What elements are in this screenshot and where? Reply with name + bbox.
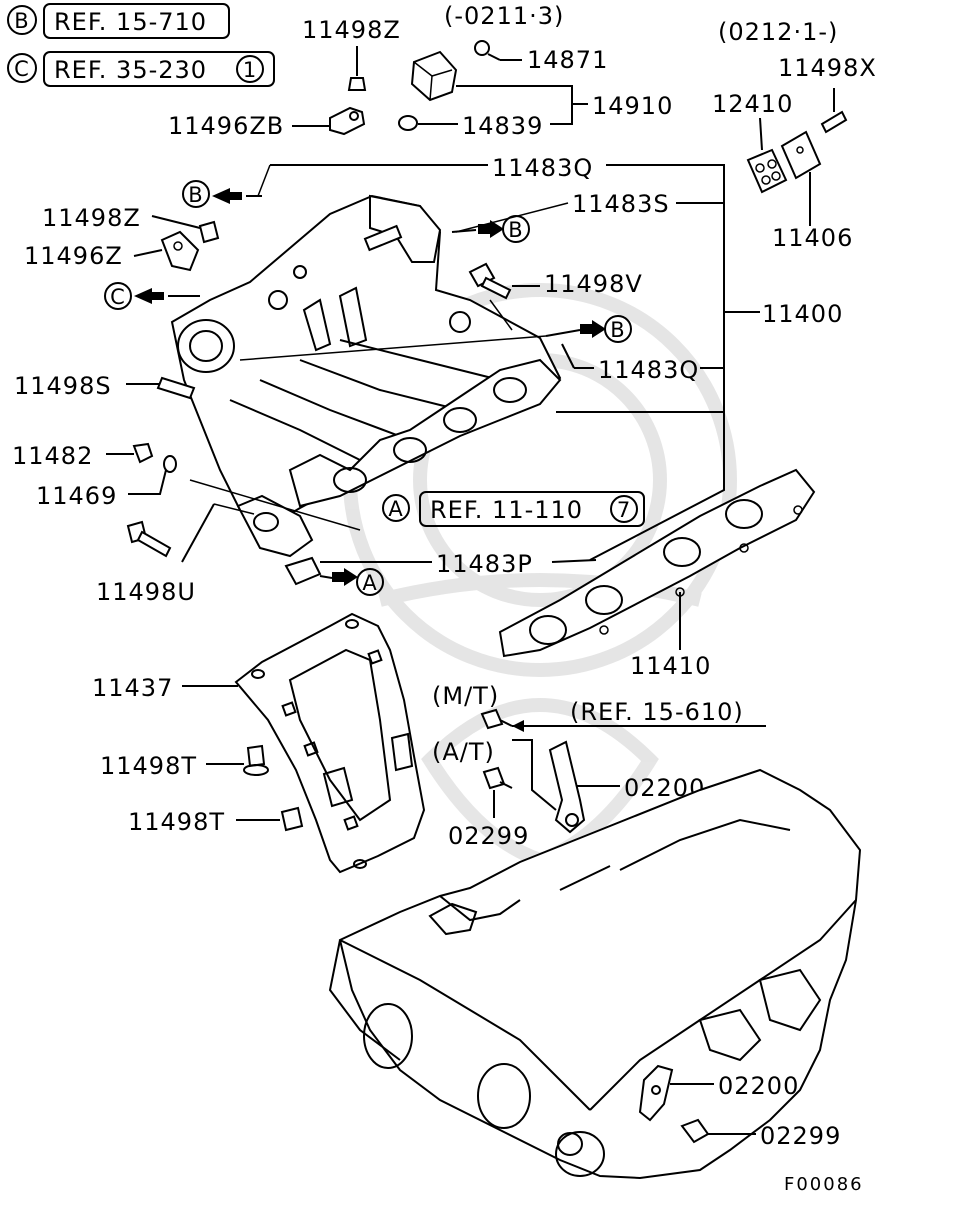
bolt-11498S bbox=[156, 376, 196, 400]
sensor-14910 bbox=[410, 50, 458, 102]
arrow-marker-a: A bbox=[362, 571, 377, 595]
label-11482: 11482 bbox=[12, 442, 93, 470]
label-11483S: 11483S bbox=[572, 190, 670, 218]
label-12410: 12410 bbox=[712, 90, 793, 118]
intake-manifold-11400 bbox=[170, 194, 562, 558]
label-11400: 11400 bbox=[762, 300, 843, 328]
label-14910: 14910 bbox=[592, 92, 673, 120]
label-11498U: 11498U bbox=[96, 578, 196, 606]
label-11483Q-top: 11483Q bbox=[492, 154, 593, 182]
ref-c-text: REF. 35-230 bbox=[54, 56, 207, 84]
label-11498V: 11498V bbox=[544, 270, 643, 298]
label-11496ZB: 11496ZB bbox=[168, 112, 284, 140]
bolt-02299-a bbox=[482, 766, 513, 790]
ref-c-marker: C bbox=[14, 57, 30, 81]
washer-11469 bbox=[163, 455, 177, 473]
arrow-marker-b-3: B bbox=[610, 318, 625, 342]
label-11437: 11437 bbox=[92, 674, 173, 702]
ref-c-note: 1 bbox=[243, 58, 257, 82]
ref-a-note: 7 bbox=[617, 498, 631, 522]
variant-note-ref-15-610: (REF. 15-610) bbox=[570, 698, 744, 726]
ref-b-marker: B bbox=[14, 9, 29, 33]
label-11483P: 11483P bbox=[436, 550, 533, 578]
bolt-11498Z-top bbox=[347, 77, 367, 91]
bolt-11498T-b bbox=[280, 806, 304, 832]
label-02200-b: 02200 bbox=[718, 1072, 799, 1100]
pipe-11483P bbox=[284, 556, 322, 586]
reference-b: B REF. 15-710 bbox=[7, 3, 230, 39]
bolt-11498Z-mid bbox=[198, 220, 220, 244]
cover-plate-11406 bbox=[780, 130, 822, 226]
ref-b-text: REF. 15-710 bbox=[54, 8, 207, 36]
label-02299-b: 02299 bbox=[760, 1122, 841, 1150]
label-11469: 11469 bbox=[36, 482, 117, 510]
ref-a-text: REF. 11-110 bbox=[430, 496, 583, 524]
label-11498X: 11498X bbox=[778, 54, 877, 82]
ref-a-marker: A bbox=[388, 497, 403, 521]
label-11483Q-low: 11483Q bbox=[598, 356, 699, 384]
arrow-marker-b-1: B bbox=[188, 183, 203, 207]
bolt-11498V bbox=[468, 262, 512, 300]
cylinder-head bbox=[328, 768, 862, 1180]
screw-14871 bbox=[474, 40, 522, 61]
label-11498T-a: 11498T bbox=[100, 752, 197, 780]
bolt-11498T-a bbox=[243, 744, 269, 776]
figure-code: F00086 bbox=[784, 1174, 864, 1195]
variant-note-upper-left: (-0211·3) bbox=[444, 2, 564, 30]
reference-c: C REF. 35-230 1 bbox=[7, 51, 275, 87]
label-11498Z-mid: 11498Z bbox=[42, 204, 141, 232]
gasket-11496Z bbox=[160, 230, 200, 272]
bracket-02200-b bbox=[638, 1064, 674, 1122]
label-11406: 11406 bbox=[772, 224, 853, 252]
label-14839: 14839 bbox=[462, 112, 543, 140]
label-11498S: 11498S bbox=[14, 372, 112, 400]
nut-11482 bbox=[132, 442, 154, 464]
label-11498T-b: 11498T bbox=[128, 808, 225, 836]
variant-note-at: (A/T) bbox=[432, 738, 495, 766]
label-11410: 11410 bbox=[630, 652, 711, 680]
variant-note-upper-right: (0212·1-) bbox=[718, 18, 838, 46]
arrow-marker-b-2: B bbox=[508, 218, 523, 242]
label-02299-a: 02299 bbox=[448, 822, 529, 850]
gasket-11410 bbox=[498, 468, 816, 658]
bracket-02200-a bbox=[548, 740, 586, 834]
label-14871: 14871 bbox=[527, 46, 608, 74]
gasket-11496ZB bbox=[329, 106, 366, 136]
bolt-11498X bbox=[820, 88, 848, 134]
o-ring-14839 bbox=[398, 115, 418, 131]
manifold-stay-11437 bbox=[234, 612, 426, 874]
label-11498Z-top: 11498Z bbox=[302, 16, 401, 44]
variant-note-mt: (M/T) bbox=[432, 682, 499, 710]
bolt-11498U bbox=[126, 520, 172, 558]
label-11496Z: 11496Z bbox=[24, 242, 123, 270]
bolt-mt bbox=[480, 708, 513, 730]
arrow-marker-c: C bbox=[110, 285, 126, 309]
gasket-12410 bbox=[746, 117, 788, 194]
